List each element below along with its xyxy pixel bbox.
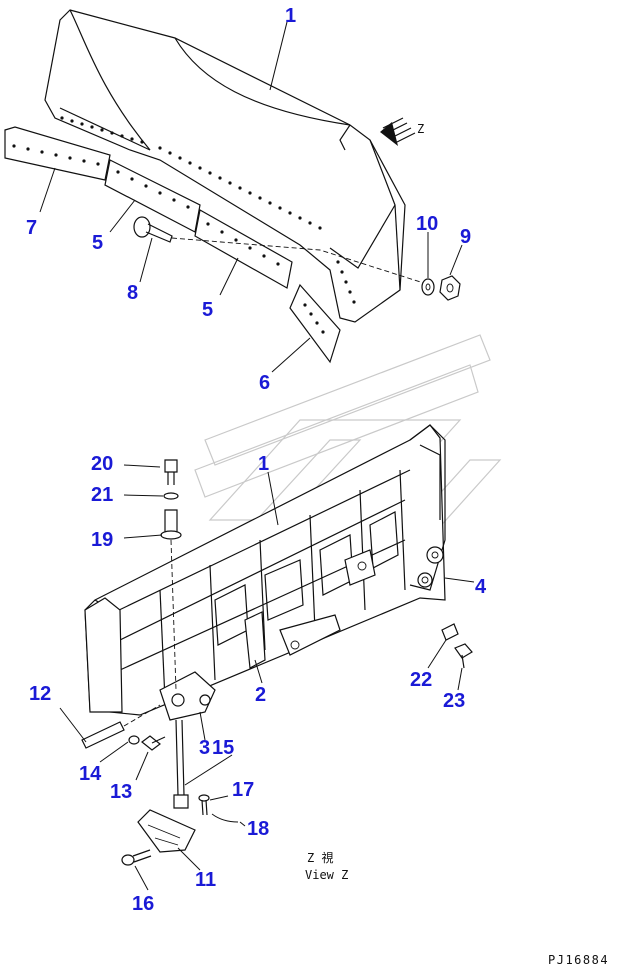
- cutting-edge-5: [104, 159, 293, 289]
- blade-upper: [44, 9, 406, 323]
- callout-22: 22: [410, 669, 432, 691]
- callout-23: 23: [443, 690, 465, 712]
- blade-frame-lower: [84, 424, 446, 721]
- view-z-arrow: [380, 117, 416, 146]
- callout-3: 3: [199, 737, 210, 759]
- pin-12: [81, 704, 161, 749]
- callout-7: 7: [26, 217, 37, 239]
- callout-4: 4: [475, 576, 487, 598]
- callout-5-right: 5: [202, 299, 213, 321]
- callout-8: 8: [127, 282, 138, 304]
- bolt-15: [173, 719, 189, 809]
- callout-14: 14: [79, 763, 102, 785]
- washer-21: [163, 492, 179, 500]
- callout-10: 10: [416, 213, 438, 235]
- callout-5-left: 5: [92, 232, 103, 254]
- plate-22: [441, 623, 459, 641]
- washer-10: [421, 278, 435, 296]
- callout-17: 17: [232, 779, 254, 801]
- callout-13: 13: [110, 781, 132, 803]
- leader-lines: [39, 21, 475, 891]
- washer-14: [128, 735, 140, 745]
- callout-18: 18: [247, 818, 269, 840]
- callout-2: 2: [255, 684, 266, 706]
- bolt-8: [133, 216, 431, 286]
- bolt-20: [164, 459, 178, 485]
- callout-20: 20: [91, 453, 113, 475]
- cotter-18: [211, 813, 239, 823]
- nut-9: [439, 275, 461, 301]
- drawing-number: PJ16884: [548, 953, 609, 967]
- callout-6: 6: [259, 372, 270, 394]
- bolt-16: [121, 849, 152, 866]
- callout-16: 16: [132, 893, 154, 915]
- callout-12: 12: [29, 683, 51, 705]
- callout-9: 9: [460, 226, 471, 248]
- callout-19: 19: [91, 529, 113, 551]
- bolt-23: [454, 643, 473, 669]
- callout-1-lower: 1: [258, 453, 269, 475]
- callout-11: 11: [195, 869, 216, 891]
- bushing-19: [160, 509, 182, 691]
- blade-hole-row: [60, 116, 322, 230]
- view-label-jp: Z 視: [307, 850, 333, 865]
- callout-1-upper: 1: [285, 5, 296, 27]
- end-bit-6: [289, 283, 341, 364]
- plate-11: [137, 809, 196, 853]
- pin-17: [198, 794, 210, 816]
- cutting-edge-7: [4, 126, 111, 181]
- bolt-13: [141, 735, 166, 751]
- callout-21: 21: [91, 484, 113, 506]
- view-label-en: View Z: [305, 868, 348, 882]
- view-z-marker: Z: [417, 122, 424, 136]
- callout-15: 15: [212, 737, 234, 759]
